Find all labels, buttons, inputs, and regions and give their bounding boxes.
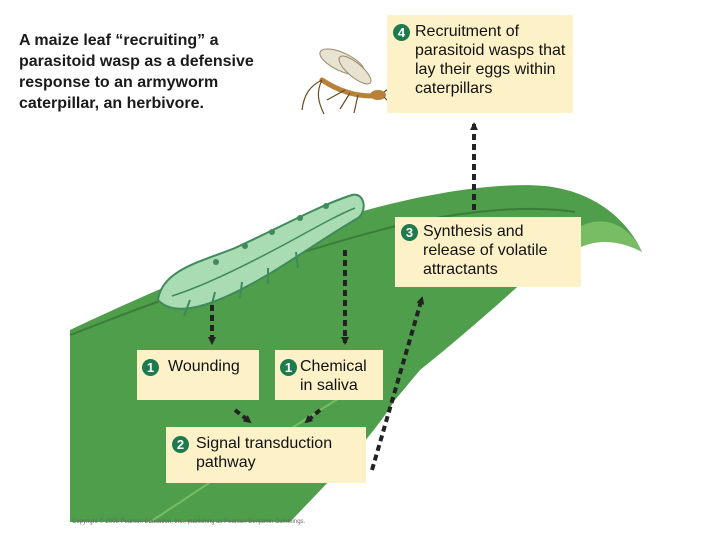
step-number-badge: 1 xyxy=(280,359,297,376)
step-recruitment-box: 4 Recruitment of parasitoid wasps that l… xyxy=(387,15,573,113)
step-label: Signal transduction pathway xyxy=(196,434,364,472)
step-signal-box: 2 Signal transduction pathway xyxy=(166,427,366,483)
step-label: Recruitment of parasitoid wasps that lay… xyxy=(415,22,570,98)
step-number-badge: 4 xyxy=(393,24,410,41)
step-number-badge: 3 xyxy=(401,224,418,241)
step-label: Synthesis and release of volatile attrac… xyxy=(423,222,578,279)
step-number-badge: 1 xyxy=(142,359,159,376)
step-label: Wounding xyxy=(168,357,258,376)
step-label: Chemical in saliva xyxy=(300,357,382,395)
step-number-badge: 2 xyxy=(172,436,189,453)
step-chemical-box: 1 Chemical in saliva xyxy=(275,350,383,400)
step-synthesis-box: 3 Synthesis and release of volatile attr… xyxy=(395,217,581,287)
step-wounding-box: 1 Wounding xyxy=(137,350,259,400)
figure-caption: A maize leaf “recruiting” a parasitoid w… xyxy=(19,30,279,114)
parasitoid-wasp-icon xyxy=(302,44,392,114)
copyright-credit: Copyright © 2008 Pearson Education, Inc.… xyxy=(72,519,305,525)
